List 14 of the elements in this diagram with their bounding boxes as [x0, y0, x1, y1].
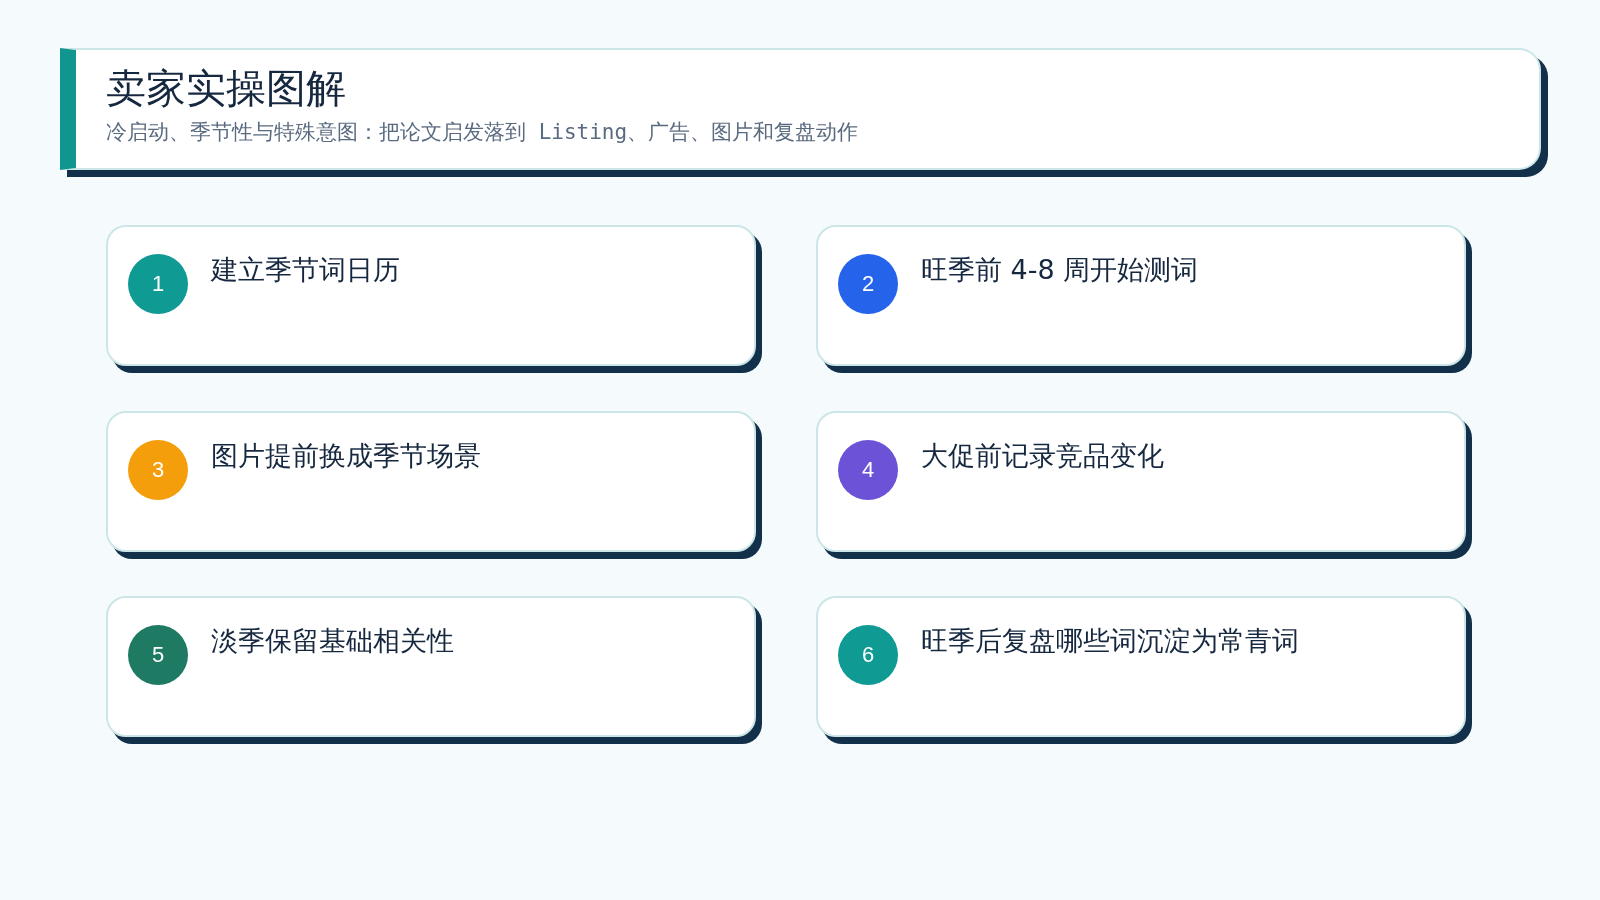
step-text: 大促前记录竞品变化	[921, 439, 1164, 473]
step-text: 图片提前换成季节场景	[211, 439, 481, 473]
step-number-circle: 3	[128, 440, 188, 500]
subtitle-text: 冷启动、季节性与特殊意图：把论文启发落到 Listing、广告、图片和复盘动作	[106, 119, 859, 146]
step-text: 淡季保留基础相关性	[211, 624, 454, 658]
step-number-circle: 1	[128, 254, 188, 314]
step-number-circle: 4	[838, 440, 898, 500]
step-text: 建立季节词日历	[211, 253, 400, 287]
step-number-circle: 6	[838, 625, 898, 685]
step-number-circle: 5	[128, 625, 188, 685]
step-number-circle: 2	[838, 254, 898, 314]
title-text: 卖家实操图解	[106, 64, 346, 112]
step-text: 旺季前 4-8 周开始测词	[921, 253, 1199, 287]
step-text: 旺季后复盘哪些词沉淀为常青词	[921, 624, 1299, 658]
